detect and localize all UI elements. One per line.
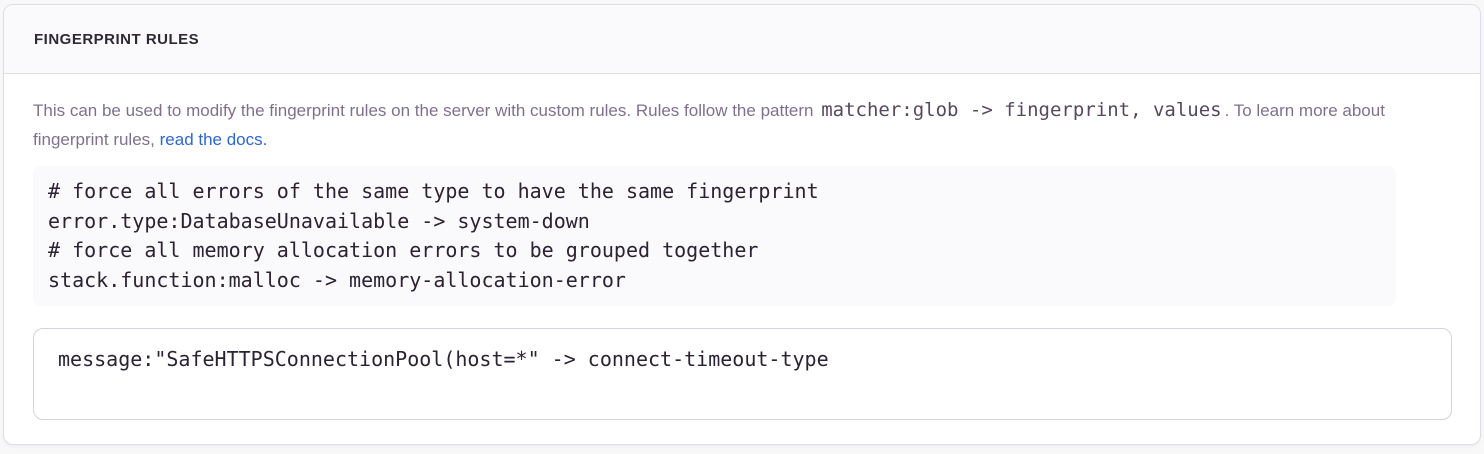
panel-header: FINGERPRINT RULES: [4, 5, 1480, 74]
field-description: This can be used to modify the fingerpri…: [33, 96, 1396, 154]
description-text-before: This can be used to modify the fingerpri…: [33, 101, 819, 120]
fingerprint-rules-input[interactable]: message:"SafeHTTPSConnectionPool(host=*"…: [33, 328, 1452, 420]
fingerprint-rules-panel: FINGERPRINT RULES This can be used to mo…: [3, 4, 1481, 445]
panel-body: This can be used to modify the fingerpri…: [4, 74, 1480, 444]
read-the-docs-link[interactable]: read the docs.: [159, 130, 268, 149]
description-text-after: . To learn more about fingerprint rules,: [33, 101, 1385, 149]
pattern-inline-code: matcher:glob -> fingerprint, values: [821, 99, 1222, 121]
example-rules-code-block: # force all errors of the same type to h…: [33, 166, 1396, 306]
panel-title: FINGERPRINT RULES: [34, 30, 200, 48]
